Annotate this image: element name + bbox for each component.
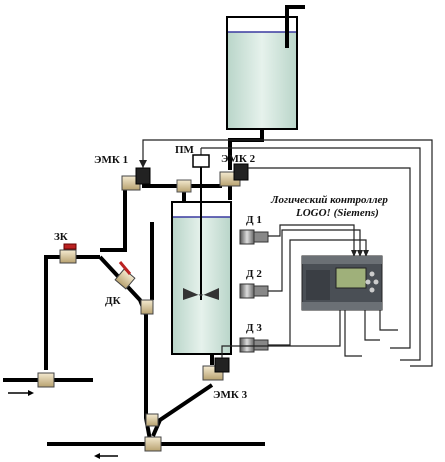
wire-d2 <box>268 229 361 292</box>
wire-emk2 <box>248 167 411 349</box>
label-d1: Д 1 <box>246 214 262 226</box>
label-d3: Д 3 <box>246 322 262 334</box>
valve-zk <box>59 243 77 264</box>
wire-pm <box>201 147 421 361</box>
mixer-motor <box>192 154 210 168</box>
label-dk: ДК <box>105 295 121 307</box>
label-emk2: ЭМК 2 <box>221 153 256 165</box>
wiring <box>142 139 433 367</box>
sensor-d1 <box>239 229 269 245</box>
pipe-emk3-merge <box>151 383 214 437</box>
pipe-emk1-down <box>100 186 127 252</box>
wire-d3 <box>268 239 367 346</box>
label-d2: Д 2 <box>246 268 262 280</box>
tee-fitting <box>176 179 192 193</box>
logic-controller <box>301 255 383 311</box>
label-emk1: ЭМК 1 <box>94 154 128 166</box>
wire-emk3 <box>221 310 341 358</box>
controller-title-line1: Логический контроллер <box>270 194 388 206</box>
controller-button <box>369 271 375 277</box>
main-tank <box>171 166 232 355</box>
fitting-bottom-left <box>37 372 55 388</box>
fitting-merge <box>145 413 159 427</box>
mixer-impeller <box>183 288 219 300</box>
label-emk3: ЭМК 3 <box>213 389 248 401</box>
valve-emk3 <box>202 357 230 381</box>
sensor-d2 <box>239 283 269 299</box>
flow-arrow-in <box>8 390 34 396</box>
valve-dk <box>114 261 136 290</box>
valve-emk1 <box>121 167 151 191</box>
valve-emk2 <box>219 163 249 187</box>
sensor-d3 <box>239 337 269 353</box>
fitting-bottom-drain <box>144 436 162 452</box>
label-pm: ПМ <box>175 144 195 156</box>
label-zk: ЗК <box>54 231 68 243</box>
controller-title-line2: LOGO! (Siemens) <box>295 207 379 219</box>
upper-tank-inlet-pipe <box>285 5 305 48</box>
wire-d1 <box>268 224 355 255</box>
fitting-left-riser <box>140 299 154 315</box>
controller-screen <box>335 267 367 289</box>
pipe-network <box>3 129 265 446</box>
wire-emk1 <box>142 139 433 367</box>
flow-arrow-out <box>94 453 118 459</box>
pipe-zk-left <box>44 255 100 370</box>
